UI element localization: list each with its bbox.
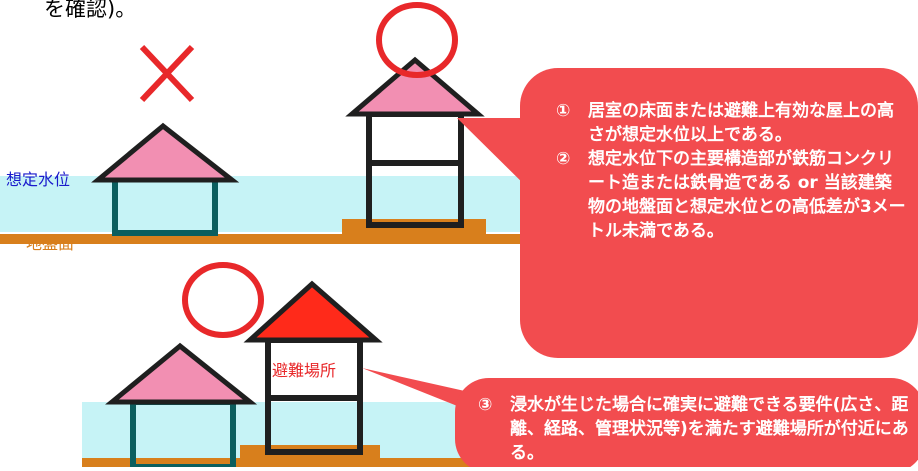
shelter-label: 避難場所: [272, 361, 337, 380]
callout-2: ③ 浸水が生じた場合に確実に避難できる要件(広さ、距離、経路、管理状況等)を満た…: [478, 393, 913, 465]
item-number: ③: [478, 395, 493, 415]
house-ng-roof: [91, 122, 240, 183]
house-bottom-left-roof: [105, 342, 258, 405]
item-number: ②: [556, 149, 571, 169]
item-text: 居室の床面または避難上有効な屋上の高さが想定水位以上である。: [588, 101, 894, 145]
callout-item-3: ③ 浸水が生じた場合に確実に避難できる要件(広さ、距離、経路、管理状況等)を満た…: [478, 393, 913, 465]
item-number: ①: [556, 101, 571, 121]
house-ok: [345, 56, 485, 228]
top-text-fragment: を確認)。: [44, 0, 137, 21]
shelter-building: [243, 280, 383, 455]
callout-1: ① 居室の床面または避難上有効な屋上の高さが想定水位以上である。 ② 想定水位下…: [556, 99, 906, 243]
callout-item-1: ① 居室の床面または避難上有効な屋上の高さが想定水位以上である。: [556, 99, 906, 147]
house-bottom-left: [105, 342, 258, 470]
ground-strip-top: [0, 234, 520, 244]
house-ng: [91, 122, 240, 236]
ok-mark-bottom: [182, 262, 264, 338]
callout-1-shape: [457, 68, 918, 358]
water-level-label: 想定水位: [6, 170, 71, 189]
item-text: 浸水が生じた場合に確実に避難できる要件(広さ、距離、経路、管理状況等)を満たす避…: [510, 395, 909, 463]
callout-item-2: ② 想定水位下の主要構造部が鉄筋コンクリート造または鉄骨造である or 当該建築…: [556, 147, 906, 243]
callout-2-shape: [362, 368, 918, 471]
item-text: 想定水位下の主要構造部が鉄筋コンクリート造または鉄骨造である or 当該建築物の…: [588, 149, 906, 241]
house-ok-roof: [345, 56, 485, 117]
ng-mark: [139, 44, 195, 103]
ground-level-label: 地盤面: [26, 234, 75, 253]
ok-mark-top: [376, 2, 458, 78]
shelter-roof: [243, 280, 383, 343]
